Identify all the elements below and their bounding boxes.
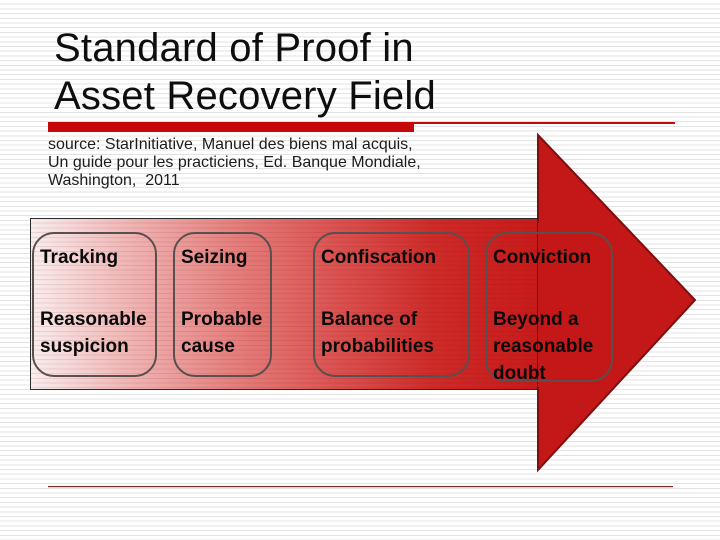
stage-standard-label: Balance of probabilities <box>321 309 434 357</box>
stage-phase-label: Tracking <box>40 247 119 268</box>
title-underline-bar <box>48 122 414 132</box>
stage-cell-conviction: Conviction Beyond a reasonable doubt <box>485 232 613 384</box>
slide-title: Standard of Proof in Asset Recovery Fiel… <box>54 24 436 120</box>
stage-standard-label: Beyond a reasonable doubt <box>493 309 594 384</box>
source-citation-line-2: Un guide pour les practiciens, Ed. Banqu… <box>48 154 421 171</box>
source-citation: source: StarInitiative, Manuel des biens… <box>48 136 421 190</box>
stage-standard-label: Reasonable suspicion <box>40 309 147 357</box>
stage-phase-label: Confiscation <box>321 247 437 268</box>
stage-standard-label: Probable cause <box>181 309 263 357</box>
stage-phase-label: Conviction <box>493 247 592 268</box>
slide-title-line-1: Standard of Proof in <box>54 26 414 70</box>
source-citation-line-1: source: StarInitiative, Manuel des biens… <box>48 136 413 153</box>
source-citation-line-3: Washington, 2011 <box>48 172 180 189</box>
stage-phase-label: Seizing <box>181 247 248 268</box>
slide-title-line-2: Asset Recovery Field <box>54 74 436 118</box>
bottom-separator-line <box>48 486 673 487</box>
stage-cell-seizing: Seizing Probable cause <box>173 232 272 377</box>
stage-cell-confiscation: Confiscation Balance of probabilities <box>313 232 470 377</box>
stage-cell-tracking: Tracking Reasonable suspicion <box>32 232 157 377</box>
